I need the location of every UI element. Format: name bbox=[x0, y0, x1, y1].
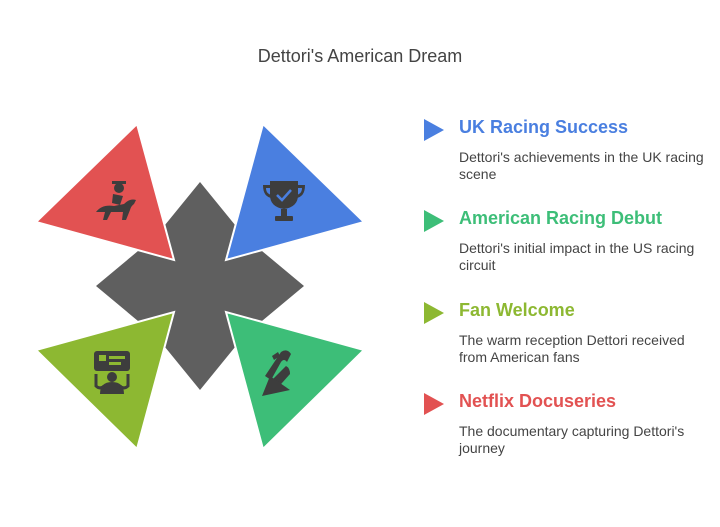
legend-heading: Fan Welcome bbox=[459, 300, 575, 320]
legend-heading: UK Racing Success bbox=[459, 117, 629, 137]
legend-heading: American Racing Debut bbox=[459, 208, 663, 228]
fan-badge-icon bbox=[94, 351, 130, 394]
legend-description: Dettori's achievements in the UK racing … bbox=[459, 149, 704, 182]
triangle-american-debut bbox=[224, 310, 366, 451]
triangle-marker-icon bbox=[424, 302, 444, 324]
center-cross bbox=[96, 182, 304, 390]
legend-description: Dettori's initial impact in the US racin… bbox=[459, 240, 695, 273]
triangle-marker-icon bbox=[424, 210, 444, 232]
horseshoe-icon bbox=[262, 350, 291, 396]
legend-heading: Netflix Docuseries bbox=[459, 391, 617, 411]
triangle-netflix bbox=[34, 122, 176, 262]
triangle-marker-icon bbox=[424, 393, 444, 415]
diagram-title: Dettori's American Dream bbox=[257, 46, 463, 66]
legend-description: The documentary capturing Dettori's jour… bbox=[459, 423, 685, 456]
triangle-marker-icon bbox=[424, 119, 444, 141]
triangle-fan-welcome bbox=[34, 310, 176, 451]
trophy-icon bbox=[263, 181, 305, 221]
legend-description: The warm reception Dettori received from… bbox=[459, 332, 685, 365]
jockey-horse-icon bbox=[96, 181, 136, 220]
